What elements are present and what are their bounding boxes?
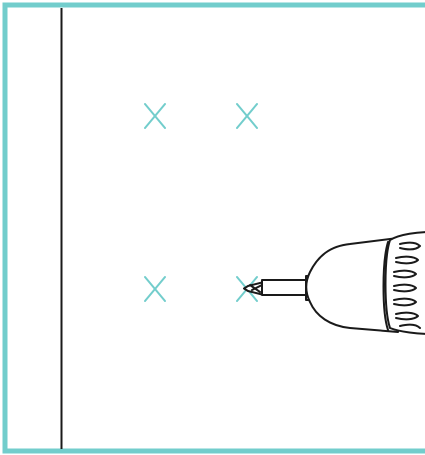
x-mark-icon — [236, 103, 258, 129]
x-mark-icon — [144, 103, 166, 129]
x-mark-icon — [144, 276, 166, 302]
power-drill-icon — [243, 231, 425, 335]
